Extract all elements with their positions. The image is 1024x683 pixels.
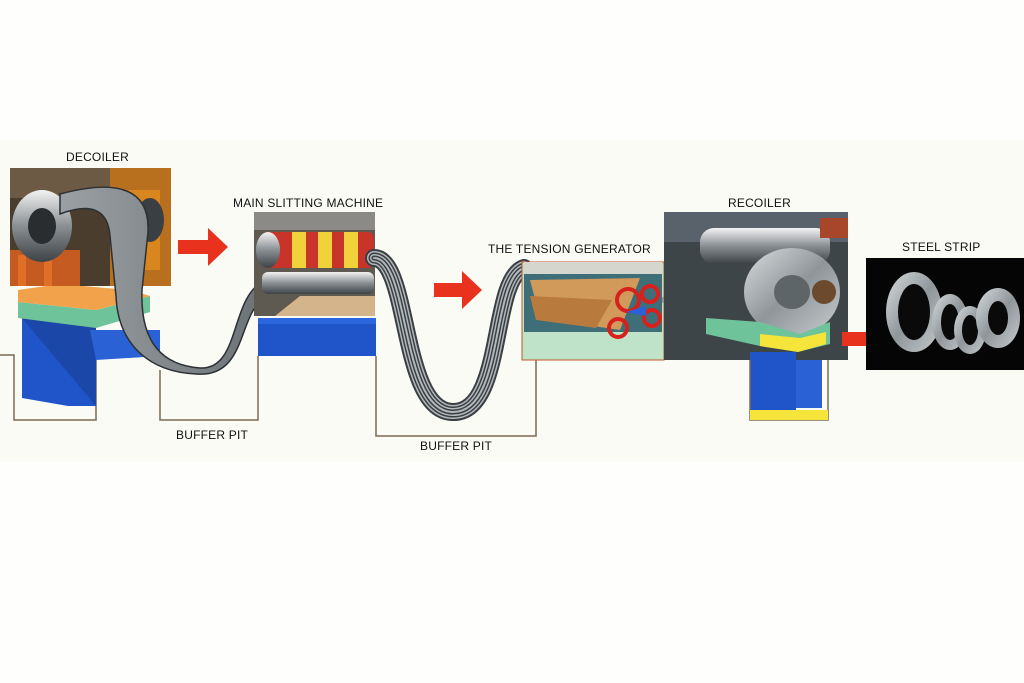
- decoiler-label: DECOILER: [66, 150, 129, 164]
- main-slitting-machine-unit: [254, 212, 376, 356]
- tension-generator-unit: [521, 261, 665, 361]
- flow-arrow-2: [434, 271, 482, 309]
- recoiler-label: RECOILER: [728, 196, 791, 210]
- buffer-pit-2-label: BUFFER PIT: [420, 439, 493, 453]
- buffer-pit-1-label: BUFFER PIT: [176, 428, 249, 442]
- tension-generator-label: THE TENSION GENERATOR: [488, 242, 651, 256]
- recoiler-unit: [664, 212, 848, 421]
- buffer-pit-2-outline: [375, 356, 537, 437]
- decoiler-pad-green: [18, 296, 150, 328]
- flow-arrow-1: [178, 228, 228, 266]
- steel-strip-photo: [866, 258, 1024, 370]
- decoiler-unit: [0, 168, 263, 421]
- recoiler-pad-yellow: [760, 332, 826, 352]
- buffer-pit-1-outline: [159, 356, 259, 421]
- main-slitting-machine-label: MAIN SLITTING MACHINE: [233, 196, 384, 210]
- tension-generator-photo: [524, 262, 662, 339]
- slitter-photo: [254, 212, 375, 316]
- steel-strip-label: STEEL STRIP: [902, 240, 981, 254]
- slitter-base: [258, 318, 376, 356]
- buffer-pit-2-loops: [365, 249, 533, 422]
- recoiler-base: [750, 352, 796, 410]
